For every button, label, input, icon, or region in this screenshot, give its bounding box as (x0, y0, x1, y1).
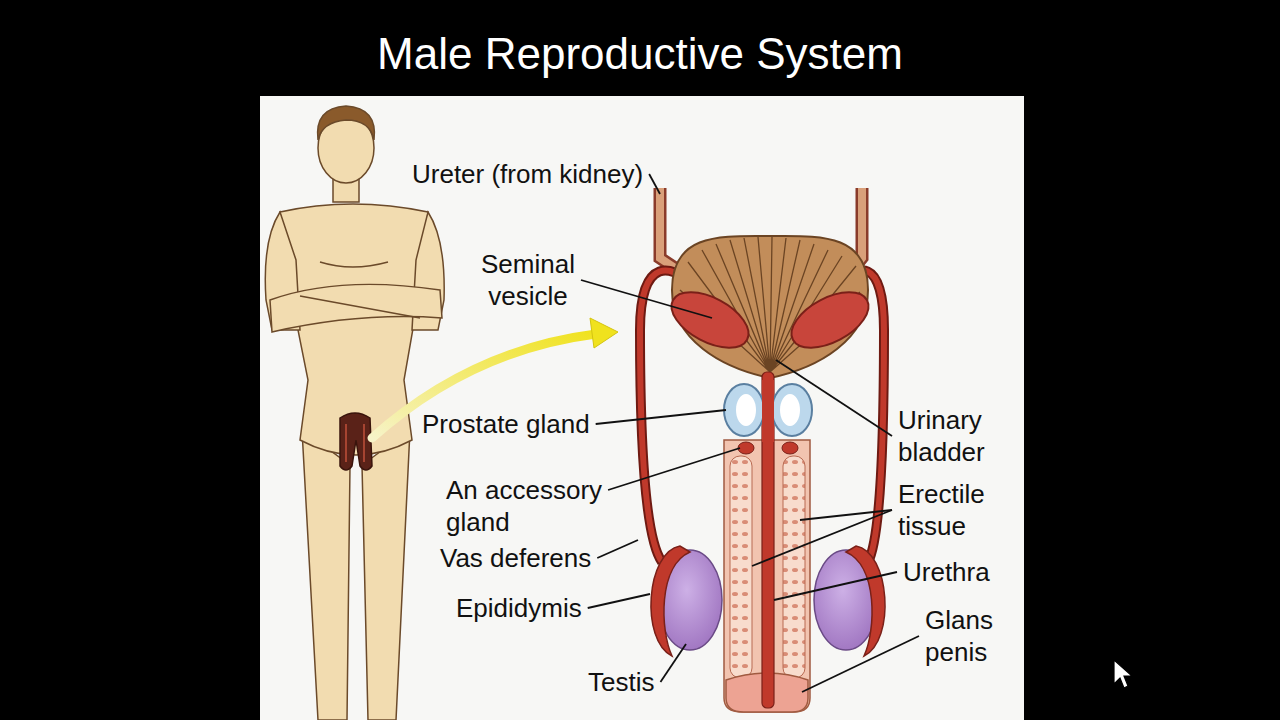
part-label: Seminal vesicle (463, 248, 593, 312)
leader-line (660, 644, 686, 682)
part-label: Erectile tissue (898, 478, 1010, 542)
mouse-cursor (1114, 660, 1132, 688)
leader-line (581, 280, 712, 318)
part-label: Glans penis (925, 604, 1015, 668)
part-label: Vas deferens (440, 542, 591, 574)
genitals (340, 413, 372, 470)
prostate-left-inner (736, 394, 756, 426)
part-label: Urethra (903, 556, 990, 588)
part-label: Urinary bladder (898, 404, 1010, 468)
urethra (762, 372, 774, 708)
leader-line (597, 540, 638, 558)
part-label: Epididymis (456, 592, 582, 624)
left-leg (302, 430, 350, 720)
right-leg (362, 430, 410, 720)
part-label: Ureter (from kidney) (412, 158, 643, 190)
forearm-fold (300, 296, 420, 318)
accessory-gland-left (738, 442, 754, 454)
crossed-forearms (270, 284, 442, 332)
prostate-right-inner (780, 394, 800, 426)
accessory-gland-right (782, 442, 798, 454)
man-figure (265, 106, 444, 720)
leader-line (649, 174, 660, 194)
epididymis-left (651, 546, 690, 656)
epididymis-right (846, 546, 885, 656)
part-label: Testis (588, 666, 654, 698)
erectile-tissue-left (730, 456, 752, 678)
leader-line (752, 510, 892, 566)
leader-line (802, 636, 919, 692)
anatomy (640, 188, 885, 712)
seminal-vesicle-left (663, 281, 758, 359)
genital-detail (346, 424, 364, 462)
prostate-left (724, 384, 764, 436)
part-label: Prostate gland (422, 408, 590, 440)
prostate-right (772, 384, 812, 436)
leader-line (776, 360, 892, 436)
chest-line (320, 262, 388, 267)
leader-line (588, 594, 650, 608)
pointer-arrowhead (590, 318, 618, 348)
leader-line (774, 572, 897, 600)
seminal-vesicle-right (783, 281, 878, 359)
title: Male Reproductive System (0, 28, 1280, 81)
leader-line (608, 448, 740, 490)
leader-line (596, 410, 726, 424)
part-label: An accessory gland (446, 474, 616, 538)
urethra-through-prostate (762, 380, 774, 442)
hair (318, 106, 375, 140)
erectile-tissue-right (783, 456, 805, 678)
